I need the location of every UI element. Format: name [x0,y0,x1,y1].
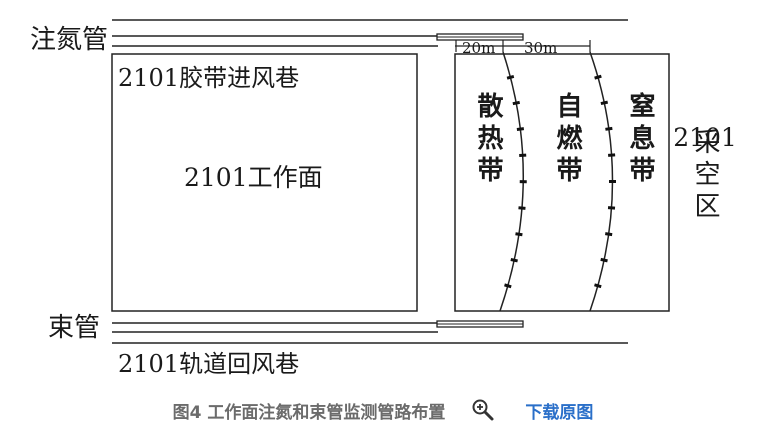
curve-tick-mark [594,283,602,289]
curve-tick-mark [600,100,609,106]
curve-tick-mark [605,126,613,131]
distance-30m-label: 30m [524,39,557,57]
heat-dissipation-zone-label: 散热带 [473,92,503,188]
curve-tick-mark [515,232,523,237]
beam-pipe-label: 束管 [48,313,100,343]
n2-pipe-label: 注氮管 [30,25,108,55]
curve-tick-mark [510,258,518,263]
curve-tick-mark [504,283,512,289]
figure-caption: 图4 工作面注氮和束管监测管路布置 下载原图 [0,392,766,428]
curve-tick-mark [607,206,616,210]
download-original-link[interactable]: 下载原图 [525,402,594,423]
curve-tick-mark [506,74,515,80]
curve-tick-mark [605,232,613,237]
combustion-zone-label: 自燃带 [552,91,582,188]
boundary-curve-ticks [504,74,617,289]
distance-20m-label: 20m [462,39,495,57]
suffocation-zone-label: 窒息带 [625,91,655,188]
curve-tick-mark [512,100,520,106]
pipeline-layout-diagram: 注氮管 束管 2101胶带进风巷 2101轨道回风巷 2101工作面 20m 3… [30,19,737,378]
goaf-number-label: 2101 [673,123,737,152]
curve-tick-mark [518,206,526,210]
goaf-text-label: 采空区 [690,128,720,224]
curve-tick-mark [600,257,608,263]
workface-label: 2101工作面 [184,163,323,192]
caption-text: 图4 工作面注氮和束管监测管路布置 [172,402,446,423]
curve-tick-mark [516,127,525,131]
intake-roadway-label: 2101胶带进风巷 [118,64,299,92]
workface-block [111,53,418,312]
return-roadway-label: 2101轨道回风巷 [118,350,299,378]
magnifier-icon[interactable] [471,398,495,422]
goaf-block [454,53,670,312]
curve-tick-mark [594,74,602,80]
